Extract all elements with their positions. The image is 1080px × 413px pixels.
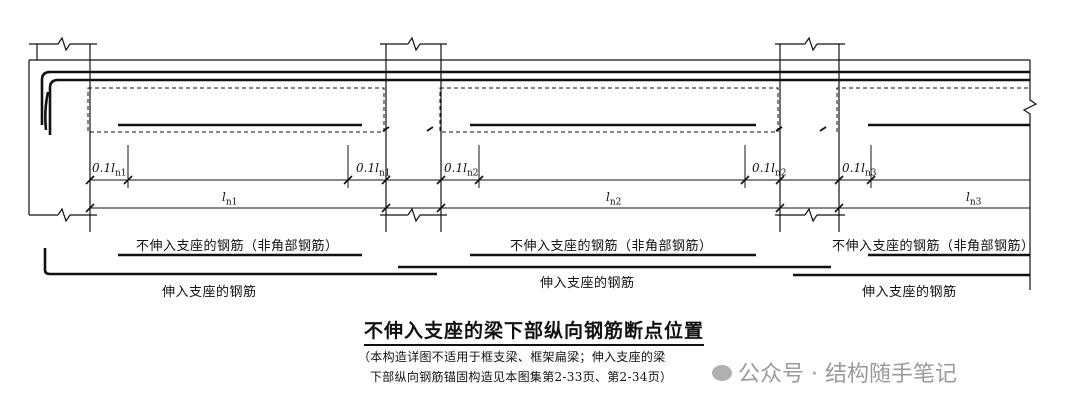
note-line-2: 下部纵向钢筋锚固构造见本图集第2-33页、第2-34页） [370, 370, 673, 384]
label-anchored-3: 伸入支座的钢筋 [862, 285, 957, 300]
dim-ln1: ln1 [222, 190, 238, 208]
watermark: 公众号 · 结构随手笔记 [712, 356, 957, 388]
dim-ln2: ln2 [606, 190, 622, 208]
label-non-anchored-3: 不伸入支座的钢筋（非角部钢筋） [832, 239, 1035, 254]
column-break-2 [380, 36, 447, 60]
label-anchored-2: 伸入支座的钢筋 [540, 276, 635, 291]
dim-01ln2-a: 0.1ln2 [444, 161, 479, 179]
dim-01ln1-b: 0.1ln1 [356, 161, 391, 179]
span-1-outline [87, 87, 385, 133]
right-break-line [1022, 60, 1038, 290]
note-line-1: （本构造详图不适用于框支梁、框架扁梁；伸入支座的梁 [358, 350, 666, 364]
drawing-title: 不伸入支座的梁下部纵向钢筋断点位置 [364, 316, 705, 346]
top-rebar [40, 70, 1030, 125]
dim-01ln2-b: 0.1ln2 [752, 161, 787, 179]
span-2-outline [439, 87, 779, 133]
label-anchored-1: 伸入支座的钢筋 [162, 285, 257, 300]
anchored-bar-1 [43, 248, 437, 276]
column-break-1 [29, 36, 97, 60]
dim-01ln1-a: 0.1ln1 [92, 161, 127, 179]
column-break-3 [775, 36, 845, 60]
label-non-anchored-2: 不伸入支座的钢筋（非角部钢筋） [510, 239, 713, 254]
label-non-anchored-1: 不伸入支座的钢筋（非角部钢筋） [136, 239, 339, 254]
wechat-icon [712, 365, 732, 381]
dim-01ln3: 0.1ln3 [842, 161, 877, 179]
dim-ln3: ln3 [966, 190, 982, 208]
